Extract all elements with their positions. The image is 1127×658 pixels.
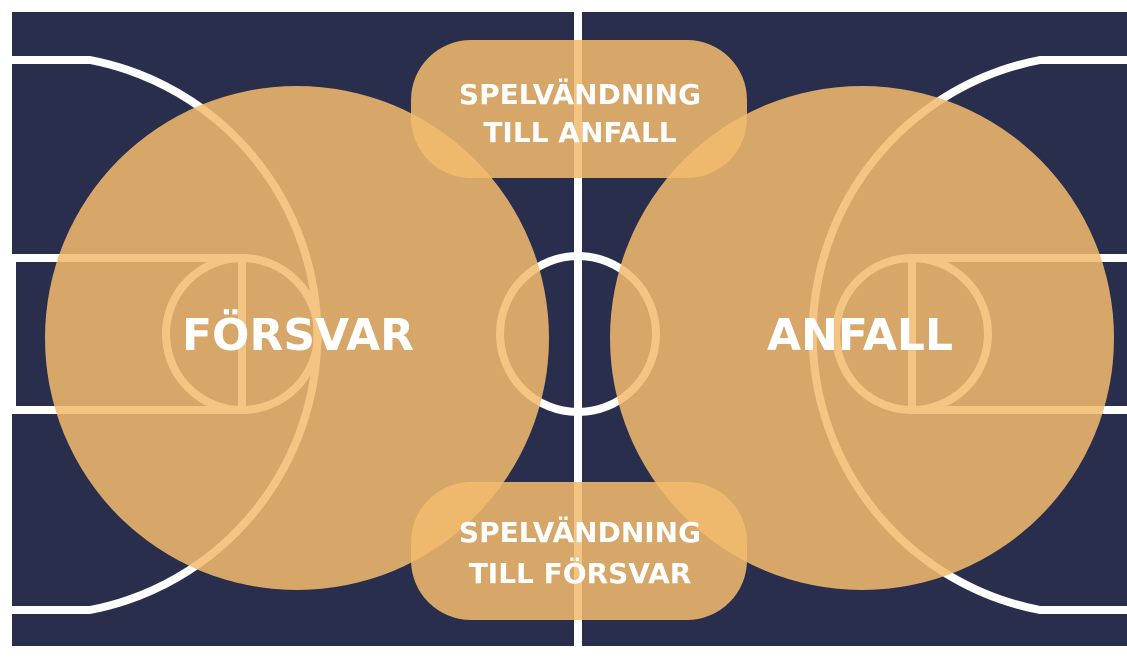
offense-zone: [610, 86, 1114, 590]
zones: [45, 40, 1114, 620]
transition-to-defense-label-line2: TILL FÖRSVAR: [469, 556, 692, 590]
transition-to-offense-zone: [411, 40, 747, 178]
defense-label: FÖRSVAR: [182, 308, 414, 361]
transition-to-defense-zone: [411, 482, 747, 620]
transition-to-offense-label-line2: TILL ANFALL: [483, 116, 676, 149]
transition-to-defense-label-line1: SPELVÄNDNING: [459, 515, 701, 549]
transition-to-offense-label-line1: SPELVÄNDNING: [459, 77, 701, 111]
defense-zone: [45, 86, 549, 590]
offense-label: ANFALL: [767, 310, 953, 361]
